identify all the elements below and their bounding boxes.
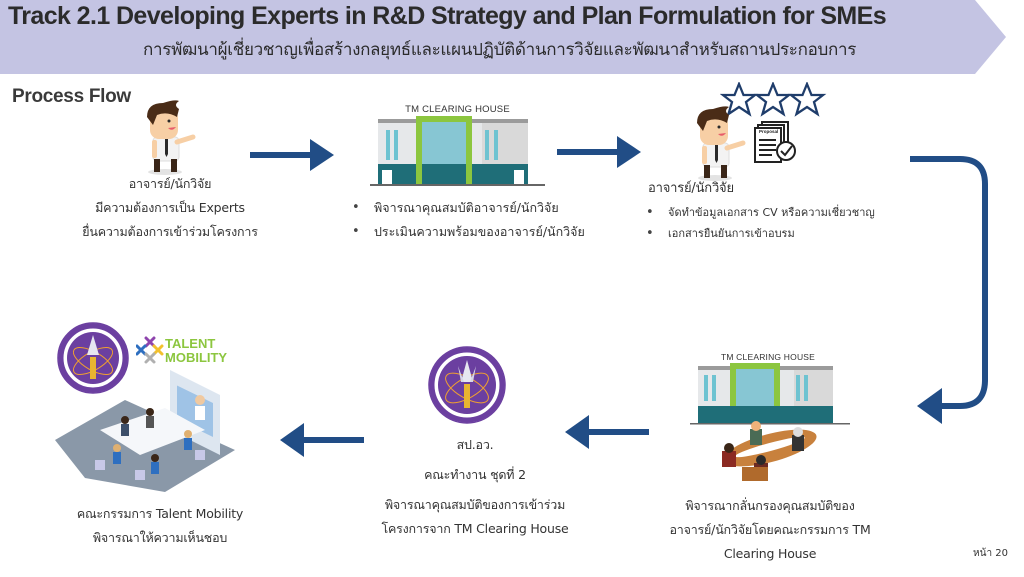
step5-line-2: คณะทำงาน ชุดที่ 2 [424,467,526,482]
banner-arrow-shape [0,0,1006,74]
building-meeting-icon [690,363,850,481]
step1-line-2: มีความต้องการเป็น Experts [95,200,245,215]
arrow-curved-down-left-icon [910,156,988,424]
step6-line-1: คณะกรรมการ Talent Mobility [76,506,244,521]
step4-line-3: Clearing House [723,546,817,561]
step4-line-2: อาจารย์/นักวิจัยโดยคณะกรรมการ TM [669,522,871,537]
step2-building-label: TM CLEARING HOUSE [405,104,510,115]
step3-bullets: จัดทำข้อมูลเอกสาร CV หรือความเชี่ยวชาญ เ… [646,202,875,244]
step2-bullet-1: พิจารณาคุณสมบัติอาจารย์/นักวิจัย [352,196,585,220]
arrow-left-icon [280,423,364,457]
step2-bullet-2: ประเมินความพร้อมของอาจารย์/นักวิจัย [352,220,585,244]
arrow-right-icon [557,136,641,168]
step1-line-1: อาจารย์/นักวิจัย [128,176,212,191]
section-title: Process Flow [12,86,131,107]
rating-stars-icon [720,82,827,117]
step4-line-1: พิจารณากลั่นกรองคุณสมบัติของ [685,498,855,513]
committee-meeting-icon [55,370,235,492]
tistr-seal-icon [428,346,506,424]
step1-caption: อาจารย์/นักวิจัย มีความต้องการเป็น Exper… [75,172,265,244]
arrow-right-icon [250,139,334,171]
talent-mobility-logo-text: TALENT MOBILITY [165,337,227,365]
researcher-person-icon [697,106,746,181]
step3-bullet-2: เอกสารยืนยันการเข้าอบรม [646,223,875,244]
step5-line-3: พิจารณาคุณสมบัติของการเข้าร่วม [384,497,566,512]
step5-caption: สป.อว. คณะทำงาน ชุดที่ 2 พิจารณาคุณสมบัต… [375,433,575,541]
step1-line-3: ยื่นความต้องการเข้าร่วมโครงการ [82,224,258,239]
page-title: Track 2.1 Developing Experts in R&D Stra… [8,2,887,30]
step3-bullet-1: จัดทำข้อมูลเอกสาร CV หรือความเชี่ยวชาญ [646,202,875,223]
step6-caption: คณะกรรมการ Talent Mobility พิจารณาให้ควา… [55,502,265,550]
researcher-person-icon [147,100,196,175]
building-icon [370,116,545,186]
step4-building-label: TM CLEARING HOUSE [720,352,816,362]
step2-bullets: พิจารณาคุณสมบัติอาจารย์/นักวิจัย ประเมิน… [352,196,585,244]
step4-caption: พิจารณากลั่นกรองคุณสมบัติของ อาจารย์/นัก… [655,494,885,566]
mobility-word: MOBILITY [165,350,228,365]
header-banner: Track 2.1 Developing Experts in R&D Stra… [0,0,1010,76]
arrow-left-icon [565,415,649,449]
talent-word: TALENT [165,336,216,351]
talent-mobility-logo-icon [136,336,164,364]
proposal-document-icon: Proposal [754,120,800,165]
step5-line-4: โครงการจาก TM Clearing House [381,521,569,536]
step5-line-1: สป.อว. [456,437,494,452]
page-subtitle: การพัฒนาผู้เชี่ยวชาญเพื่อสร้างกลยุทธ์และ… [143,40,857,60]
step3-heading: อาจารย์/นักวิจัย [648,181,734,196]
step6-line-2: พิจารณาให้ความเห็นชอบ [92,530,228,545]
page-number: หน้า 20 [973,548,1008,559]
proposal-label: Proposal [759,129,779,134]
tistr-seal-icon [57,322,129,394]
